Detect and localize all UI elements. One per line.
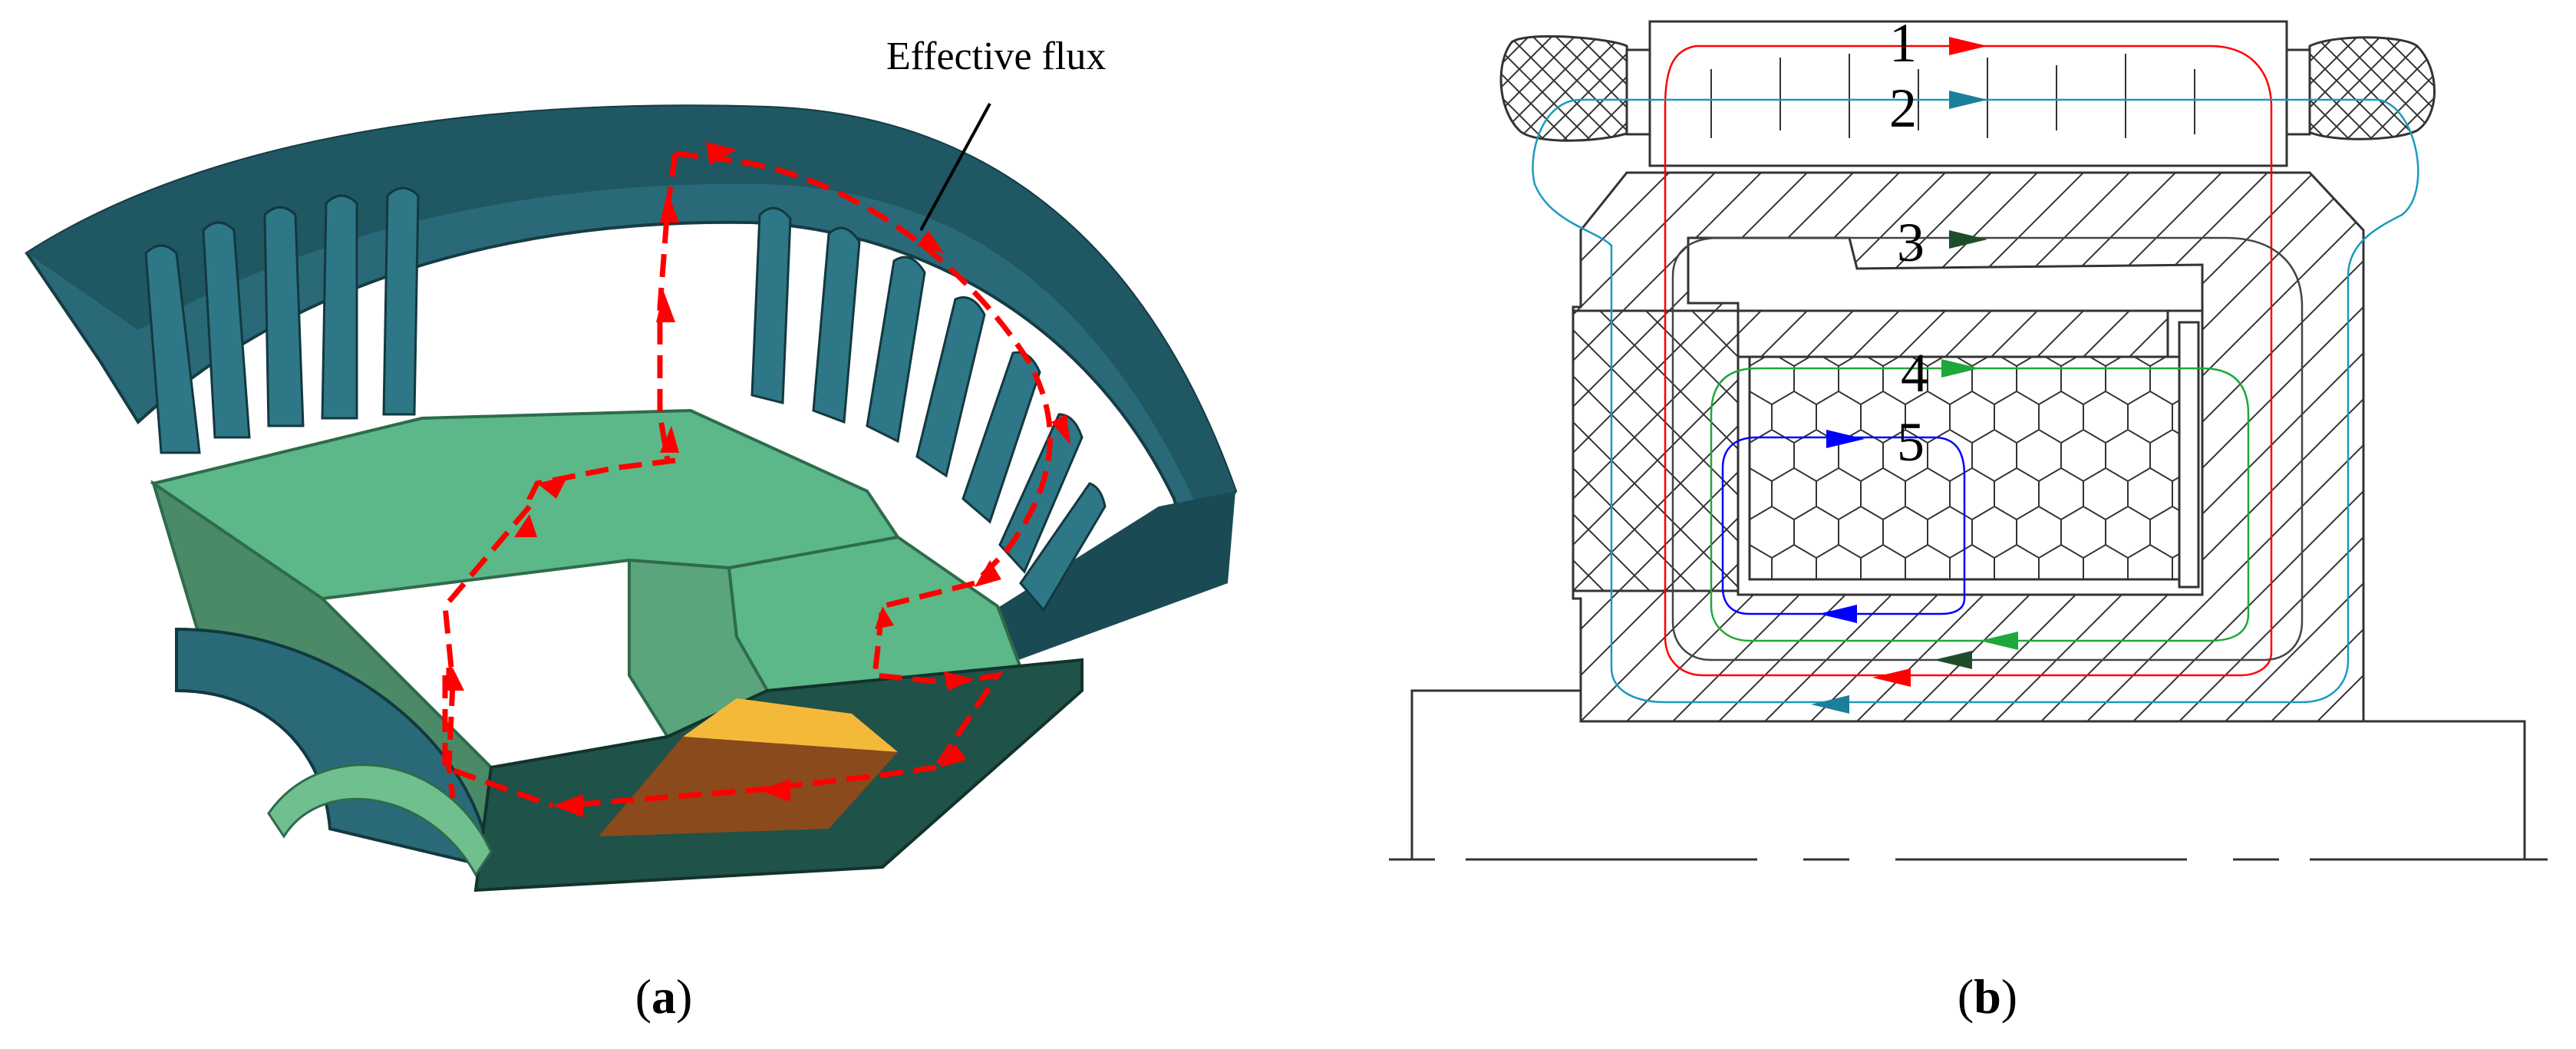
end-cap-right xyxy=(2304,36,2436,140)
panel-a-3d-model: Effective flux xyxy=(25,35,1238,892)
panel-b-cross-section: 1 2 3 4 5 xyxy=(1389,12,2548,861)
stator-side-face xyxy=(952,491,1235,668)
path-label-5: 5 xyxy=(1897,411,1925,473)
annotation-leader xyxy=(919,103,991,231)
flux-line-5 xyxy=(1721,436,1966,615)
magnet-top xyxy=(683,698,898,752)
annotation-effective-flux: Effective flux xyxy=(886,35,1106,78)
left-side-piece xyxy=(1572,309,1740,592)
magnet-front xyxy=(599,737,898,836)
caption-b: (b) xyxy=(1958,969,2017,1024)
arrow-path2-bottom xyxy=(1811,695,1849,714)
arrow-path1-top xyxy=(1949,37,1987,55)
flux-line-2 xyxy=(1532,98,2419,704)
end-cap-right-flange xyxy=(2285,48,2311,136)
arrow-path3-top xyxy=(1949,230,1987,249)
top-coil-ticks xyxy=(1710,54,2195,138)
end-cap-left-flange xyxy=(1625,48,1651,136)
flux-line-1 xyxy=(1664,45,2273,677)
path-label-2: 2 xyxy=(1889,78,1917,139)
flux-line-3 xyxy=(1671,236,2304,661)
arrow-path2-top xyxy=(1949,91,1987,109)
arrow-path4-bottom xyxy=(1980,632,2018,650)
stator-slots-left xyxy=(144,186,420,454)
end-cap-left xyxy=(1499,35,1636,142)
path-label-4: 4 xyxy=(1901,342,1928,404)
caption-a: (a) xyxy=(635,969,693,1024)
right-spacer xyxy=(2178,321,2200,589)
arrow-path5-top xyxy=(1826,430,1865,448)
path-label-3: 3 xyxy=(1897,212,1925,273)
shaft-ring xyxy=(267,764,493,877)
arrow-path1-bottom xyxy=(1872,668,1911,687)
flux-arrowheads xyxy=(445,142,1070,817)
arrow-path4-top xyxy=(1941,359,1980,378)
arrow-path3-bottom xyxy=(1934,651,1972,669)
upper-gap xyxy=(1687,236,2204,312)
arrow-path5-bottom xyxy=(1819,605,1857,623)
path-label-1: 1 xyxy=(1889,12,1917,74)
